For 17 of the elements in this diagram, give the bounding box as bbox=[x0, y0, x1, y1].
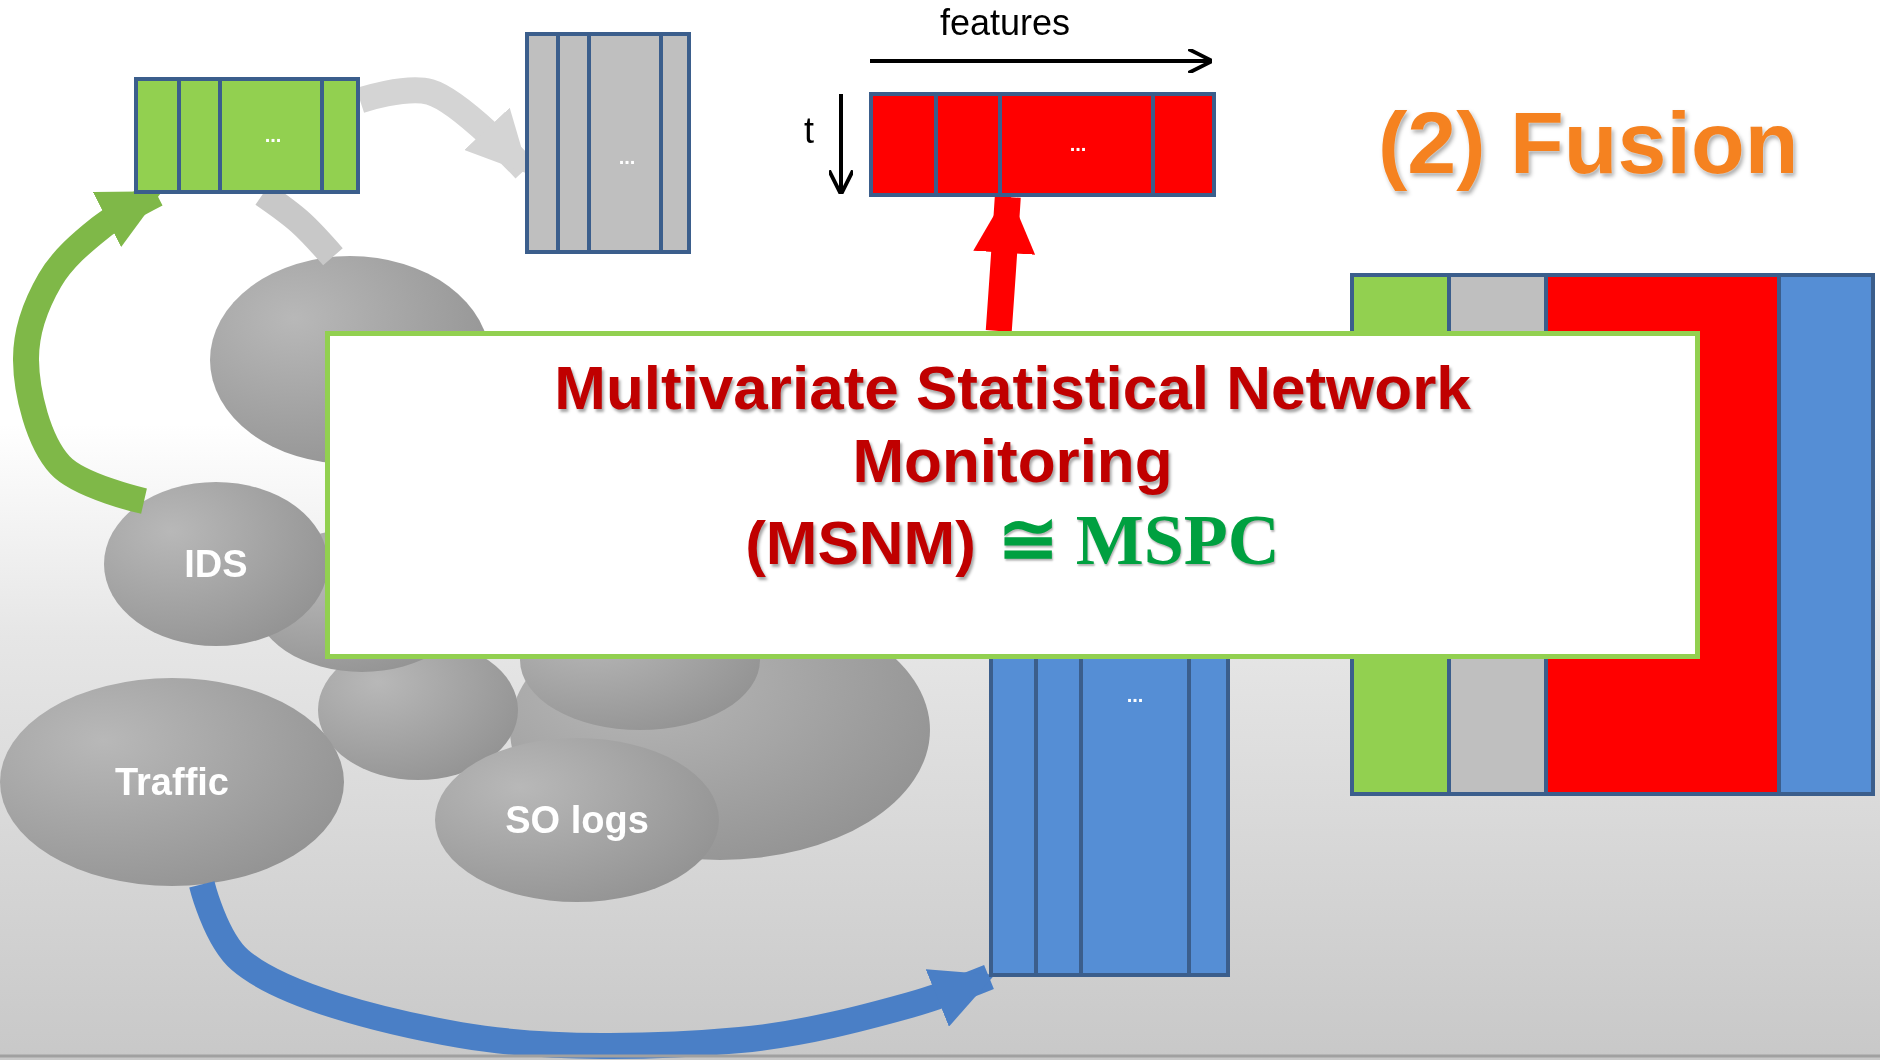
title-dialog bbox=[325, 331, 1700, 659]
equivalence-text: ≅ MSPC bbox=[997, 499, 1280, 583]
data-matrix bbox=[134, 77, 360, 194]
ellipsis-text: ... bbox=[1069, 132, 1087, 156]
source-label: SO logs bbox=[505, 798, 649, 842]
ellipsis-text: ... bbox=[618, 146, 636, 169]
source-label: Traffic bbox=[114, 760, 229, 804]
axis-label: t bbox=[804, 110, 814, 152]
acronym-text: (MSNM) bbox=[745, 507, 976, 580]
ellipsis-text: ... bbox=[264, 123, 282, 147]
source-label: IDS bbox=[184, 542, 248, 586]
title-text: Multivariate Statistical Network Monitoring bbox=[553, 352, 1472, 497]
ellipsis-text: ... bbox=[1126, 684, 1144, 707]
data-matrix bbox=[869, 92, 1216, 197]
axis-label: features bbox=[940, 2, 1071, 44]
data-matrix bbox=[525, 32, 691, 254]
section-heading: (2) Fusion bbox=[1378, 92, 1799, 194]
